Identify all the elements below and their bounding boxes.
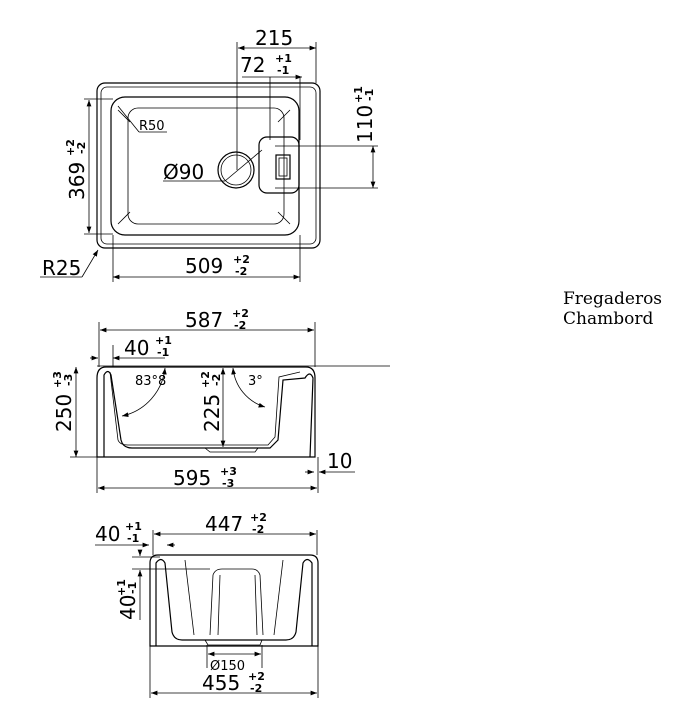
top-view: 215 72 +1 -1 110 +1 -1 369 +2 -2 509 +2 — [40, 26, 378, 282]
dim-587: 587 — [185, 308, 223, 332]
tol-plus: +1 — [275, 52, 292, 65]
title-line-2: Chambord — [563, 309, 654, 329]
dim-front-rim-40: 40 — [95, 522, 120, 546]
tol-minus: -3 — [62, 374, 75, 386]
drain-circle — [217, 151, 255, 189]
dim-225: 225 — [200, 394, 224, 432]
sink-outline — [96, 82, 321, 249]
tol-minus: -2 — [235, 265, 247, 278]
tol-minus: -1 — [127, 532, 139, 545]
dim-10: 10 — [327, 449, 352, 473]
tol-plus: +2 — [248, 670, 265, 683]
tol-minus: -1 — [277, 64, 289, 77]
product-title: Fregaderos Chambord — [563, 289, 662, 329]
tol-plus: +3 — [220, 465, 237, 478]
dim-rim-40: 40 — [124, 336, 149, 360]
dim-509: 509 — [185, 254, 223, 278]
tol-plus: +1 — [115, 579, 128, 596]
drain-d150: Ø150 — [210, 659, 245, 674]
tol-plus: +2 — [233, 253, 250, 266]
tol-minus: -3 — [222, 477, 234, 490]
radius-r50: R50 — [139, 119, 165, 134]
dim-front-height-40: 40 — [116, 595, 140, 620]
overflow-outline — [258, 136, 300, 194]
side-view: 587 +2 -2 40 +1 -1 250 +3 -3 225 +2 -2 8… — [51, 307, 390, 493]
basin-outline — [110, 96, 300, 236]
tol-plus: +3 — [51, 371, 64, 388]
tol-minus: -2 — [210, 374, 223, 386]
tol-minus: -1 — [363, 89, 376, 101]
tol-plus: +2 — [250, 511, 267, 524]
front-view: 447 +2 -2 40 +1 -1 40 +1 -1 Ø150 455 +2 … — [95, 511, 319, 698]
angle-3: 3° — [248, 374, 263, 389]
tol-minus: -2 — [75, 142, 88, 154]
tol-plus: +2 — [64, 139, 77, 156]
title-line-1: Fregaderos — [563, 289, 663, 309]
side-outline — [96, 366, 316, 458]
dim-455: 455 — [202, 671, 240, 695]
dim-369: 369 — [65, 162, 89, 200]
tol-plus: +2 — [232, 307, 249, 320]
tol-minus: -2 — [250, 682, 262, 695]
front-outline — [149, 554, 319, 647]
tol-minus: -2 — [234, 319, 246, 332]
dim-250: 250 — [52, 394, 76, 432]
dim-447: 447 — [205, 512, 243, 536]
angle-83-8: 83°8 — [135, 374, 166, 389]
tol-minus: -2 — [252, 523, 264, 536]
dim-72: 72 — [240, 53, 265, 77]
tol-plus: +1 — [352, 86, 365, 103]
tol-plus: +2 — [199, 371, 212, 388]
tol-plus: +1 — [155, 334, 172, 347]
tol-minus: -1 — [126, 582, 139, 594]
tol-minus: -1 — [157, 346, 169, 359]
drain-d90: Ø90 — [163, 160, 204, 184]
radius-r25: R25 — [42, 256, 81, 280]
dim-215: 215 — [255, 26, 293, 50]
tol-plus: +1 — [125, 520, 142, 533]
dim-110: 110 — [353, 105, 377, 143]
dim-595: 595 — [173, 466, 211, 490]
